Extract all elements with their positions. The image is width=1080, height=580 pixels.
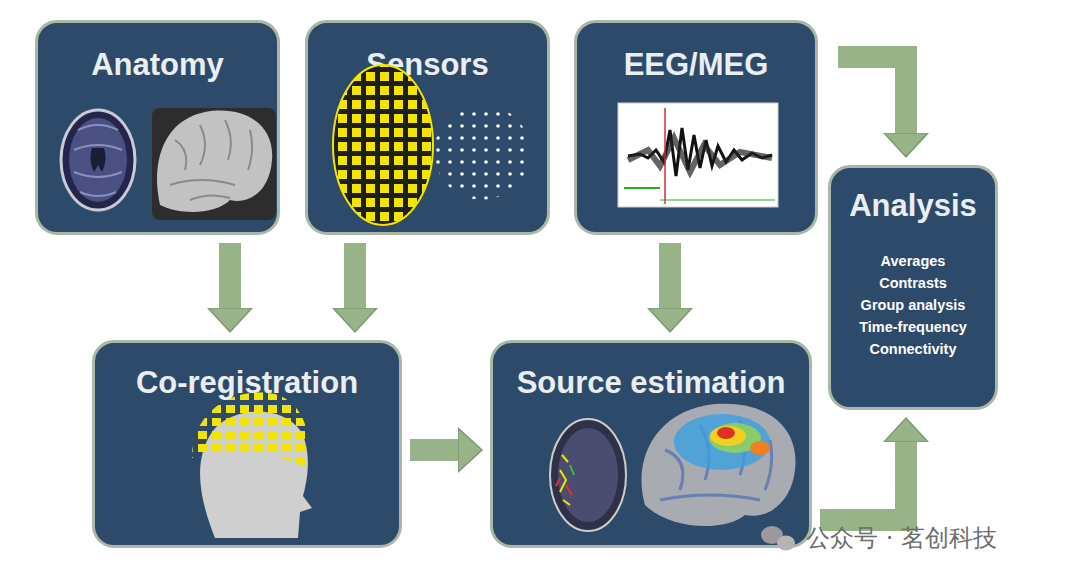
head-with-electrode-cap-part — [192, 392, 308, 468]
wechat-icon-part — [761, 526, 783, 544]
list-item: Group analysis — [861, 294, 966, 316]
source-brain-map-part — [750, 441, 770, 455]
list-item: Time-frequency — [859, 316, 967, 338]
process-box: Sensors — [305, 20, 550, 235]
head-with-electrode-cap — [192, 392, 312, 538]
process-box: Source estimation — [490, 340, 812, 548]
eeg-waveform-plot-part — [660, 200, 775, 201]
block-arrow — [838, 57, 906, 133]
eeg-waveform-plot-part — [618, 103, 778, 207]
source-mri-slice-part — [560, 455, 570, 505]
box-title: Anatomy — [91, 47, 224, 83]
eeg-waveform-plot-part — [624, 187, 660, 189]
process-box: AnalysisAveragesContrastsGroup analysisT… — [828, 165, 998, 410]
source-mri-slice-part — [570, 465, 574, 475]
watermark: 公众号 · 茗创科技 — [806, 522, 997, 554]
eeg-waveform-plot-part — [628, 128, 772, 176]
process-box: Anatomy — [35, 20, 280, 235]
source-brain-map-part — [674, 414, 770, 470]
box-title: Source estimation — [517, 365, 786, 401]
meg-sensor-helmet-part — [333, 65, 433, 225]
list-item: Contrasts — [879, 272, 947, 294]
box-title: Analysis — [849, 188, 977, 224]
brain-surface-render — [152, 108, 276, 220]
source-mri-slice-part — [550, 419, 626, 531]
block-arrow — [344, 243, 366, 308]
source-brain-map-part — [641, 404, 795, 526]
list-item: Connectivity — [869, 338, 956, 360]
sensor-dot-array-part — [434, 104, 530, 200]
wechat-icon — [761, 526, 795, 551]
source-brain-map-part — [660, 420, 772, 500]
block-arrow — [659, 243, 681, 308]
eeg-waveform-plot-part — [628, 138, 772, 172]
mri-axial-slice-part — [74, 125, 122, 196]
mri-axial-slice-part — [90, 148, 105, 172]
source-mri-slice — [550, 419, 626, 531]
source-brain-map-part — [717, 427, 735, 439]
brain-surface-render-part — [152, 108, 276, 220]
wechat-icon-part — [777, 536, 795, 551]
sensor-dot-array — [434, 104, 530, 200]
process-box: Co-registration — [92, 340, 402, 548]
brain-surface-render-part — [170, 120, 252, 200]
box-title: Sensors — [366, 47, 488, 83]
source-brain-map-part — [710, 426, 746, 446]
block-arrow — [219, 243, 241, 308]
source-brain-map-part — [709, 423, 761, 453]
source-mri-slice-part — [556, 478, 572, 495]
box-title: EEG/MEG — [624, 47, 769, 83]
mri-axial-slice-part — [61, 110, 135, 210]
eeg-waveform-plot — [618, 103, 778, 207]
eeg-waveform-plot-part — [664, 108, 666, 204]
list-item: Averages — [881, 250, 946, 272]
head-with-electrode-cap-part — [200, 411, 312, 538]
block-arrow — [820, 442, 906, 520]
box-title: Co-registration — [136, 365, 358, 401]
brain-surface-render-part — [157, 111, 272, 212]
process-box: EEG/MEG — [574, 20, 818, 235]
source-mri-slice-part — [558, 428, 618, 522]
block-arrow — [410, 439, 458, 461]
mri-axial-slice — [61, 110, 135, 210]
meg-sensor-helmet — [333, 65, 433, 225]
source-brain-map — [641, 404, 795, 526]
mri-axial-slice-part — [69, 118, 127, 202]
